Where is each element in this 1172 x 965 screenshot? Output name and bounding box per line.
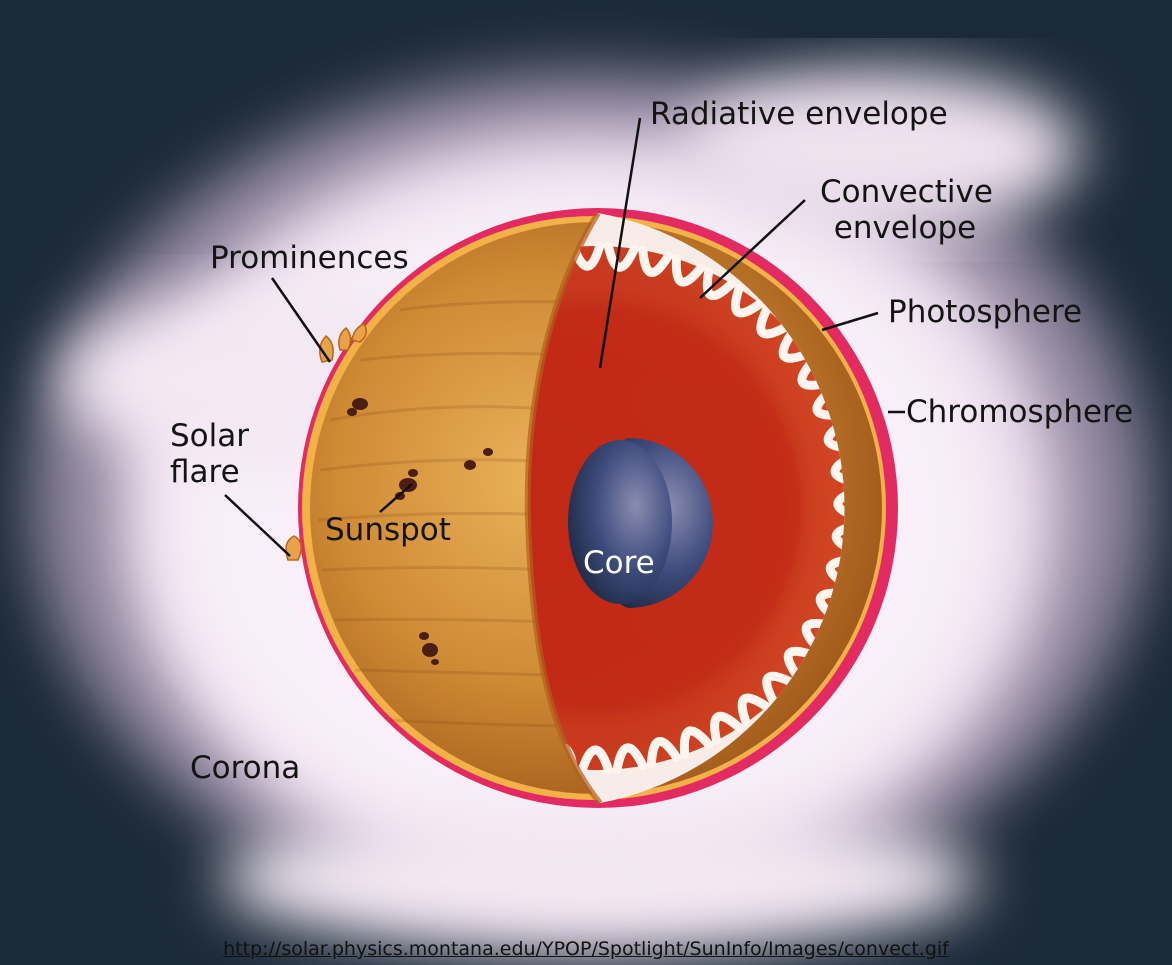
label-core: Core: [583, 545, 655, 581]
label-photosphere: Photosphere: [888, 294, 1082, 330]
label-convective-envelope: Convective envelope: [820, 174, 990, 246]
solar-flare-shape: [286, 536, 301, 560]
label-corona: Corona: [190, 750, 300, 786]
label-radiative-envelope: Radiative envelope: [650, 96, 948, 132]
label-solar-flare: Solar flare: [170, 418, 249, 490]
source-link[interactable]: http://solar.physics.montana.edu/YPOP/Sp…: [0, 938, 1172, 960]
label-prominences: Prominences: [210, 240, 409, 276]
label-sunspot: Sunspot: [325, 512, 451, 548]
label-chromosphere: Chromosphere: [906, 394, 1133, 430]
